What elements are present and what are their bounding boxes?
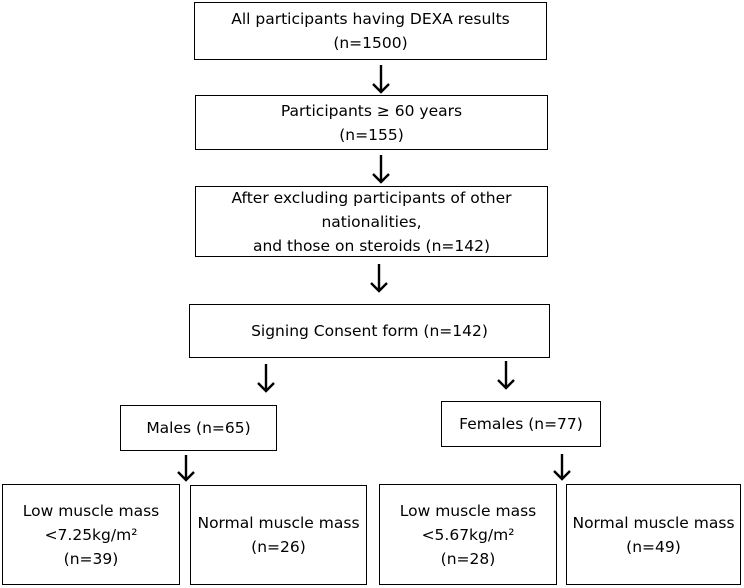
- arrow-down-females: [496, 360, 516, 390]
- box-consent: Signing Consent form (n=142): [189, 304, 550, 358]
- male-low-count: (n=39): [63, 549, 119, 568]
- arrow-down-female-groups: [552, 453, 572, 483]
- box-age-60-text: Participants ≥ 60 years: [280, 101, 463, 120]
- box-male-normal-muscle-mass: Normal muscle mass (n=26): [190, 485, 367, 585]
- box-excluded-text-2: and those on steroids (n=142): [252, 236, 491, 255]
- arrow-down-1: [371, 64, 391, 94]
- male-low-label: Low muscle mass: [22, 501, 160, 520]
- box-male-low-muscle-mass: Low muscle mass <7.25kg/m² (n=39): [2, 484, 180, 585]
- male-normal-count: (n=26): [251, 538, 306, 556]
- box-age-60-count: (n=155): [339, 125, 404, 144]
- female-low-threshold: <5.67kg/m²: [421, 525, 515, 544]
- box-all-participants-text: All participants having DEXA results: [231, 10, 510, 28]
- box-males-text: Males (n=65): [146, 419, 251, 437]
- box-excluded: After excluding participants of other na…: [195, 186, 548, 257]
- arrow-down-males: [256, 363, 276, 393]
- female-low-label: Low muscle mass: [399, 501, 537, 520]
- box-males: Males (n=65): [120, 405, 277, 451]
- box-female-normal-muscle-mass: Normal muscle mass (n=49): [566, 484, 741, 585]
- box-all-participants-count: (n=1500): [333, 34, 408, 52]
- box-excluded-text-1: After excluding participants of other na…: [231, 188, 512, 231]
- female-low-count: (n=28): [440, 549, 496, 568]
- box-age-60: Participants ≥ 60 years (n=155): [195, 95, 548, 150]
- box-all-participants: All participants having DEXA results (n=…: [194, 2, 547, 60]
- male-low-threshold: <7.25kg/m²: [44, 525, 138, 544]
- arrow-down-2: [371, 154, 391, 184]
- arrow-down-male-groups: [176, 454, 196, 484]
- box-females: Females (n=77): [441, 401, 601, 447]
- box-consent-text: Signing Consent form (n=142): [251, 322, 488, 340]
- box-female-low-muscle-mass: Low muscle mass <5.67kg/m² (n=28): [379, 484, 557, 585]
- arrow-down-3: [369, 263, 389, 293]
- female-normal-count: (n=49): [626, 537, 681, 556]
- box-females-text: Females (n=77): [459, 415, 583, 433]
- male-normal-label: Normal muscle mass: [197, 514, 360, 532]
- female-normal-label: Normal muscle mass: [572, 513, 735, 532]
